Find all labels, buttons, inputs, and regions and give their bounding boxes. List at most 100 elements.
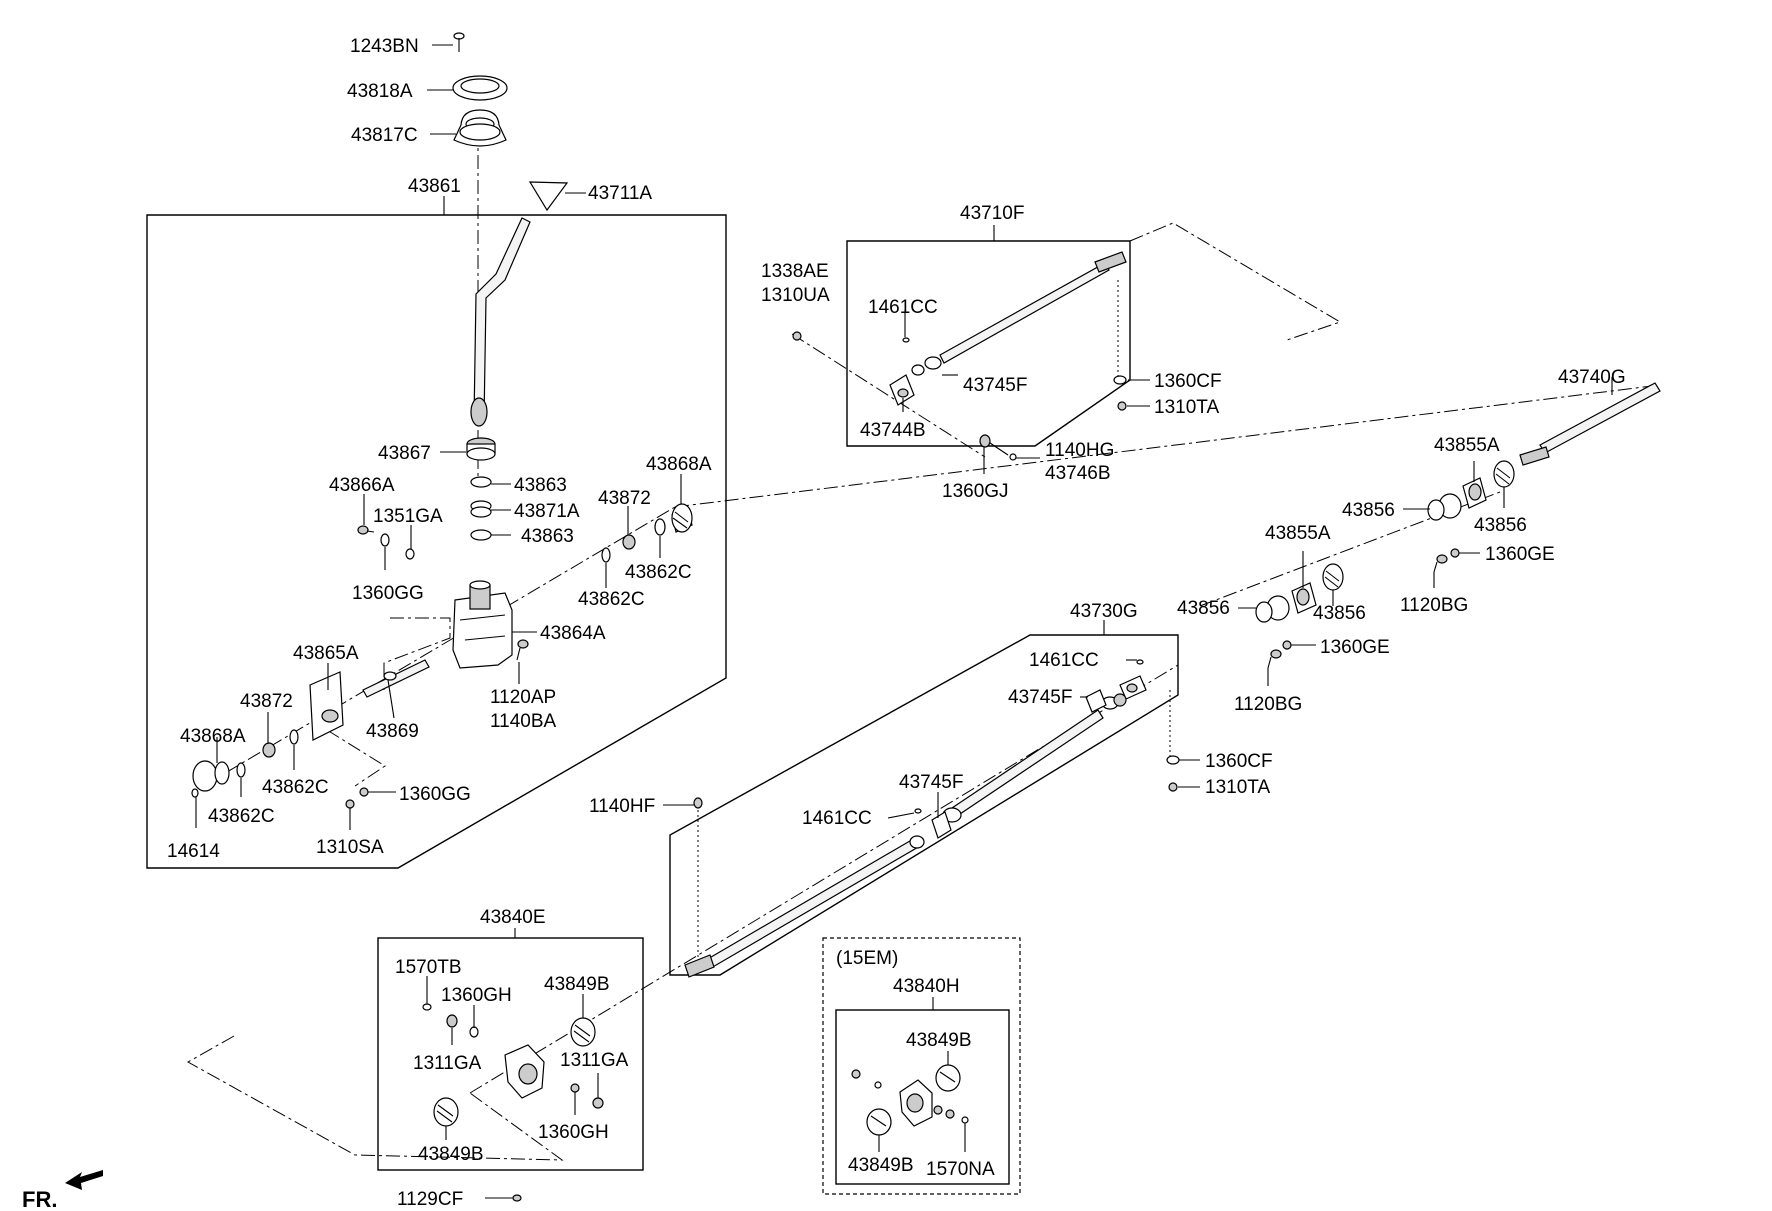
label-43872-left: 43872 bbox=[240, 691, 293, 712]
label-43868A-right: 43868A bbox=[646, 454, 712, 475]
bushing-43871A bbox=[470, 500, 492, 518]
knob-43711A bbox=[528, 181, 569, 212]
damper-43849B-lower bbox=[433, 1097, 459, 1127]
damper-43868A-left bbox=[192, 760, 230, 792]
damper-43856-upper-right bbox=[1493, 460, 1515, 488]
label-1129CF: 1129CF bbox=[397, 1189, 463, 1210]
label-43863-lower: 43863 bbox=[521, 526, 574, 547]
clip-43862C-left-lower bbox=[236, 762, 246, 778]
bolt-1243BN bbox=[453, 32, 465, 52]
damper-43856-upper-left bbox=[1427, 493, 1462, 521]
centerline-43865A-link bbox=[383, 617, 451, 690]
label-1360CF-lower: 1360CF bbox=[1205, 751, 1273, 772]
group-box-15EM bbox=[822, 937, 1021, 1195]
shaft-43869 bbox=[362, 659, 430, 698]
plate-43865A bbox=[309, 671, 344, 741]
label-1461CC-mid: 1461CC bbox=[1029, 650, 1099, 671]
damper-43849B-upper bbox=[570, 1017, 596, 1047]
ring-43863-lower bbox=[470, 529, 492, 541]
centerline-43710F-extension bbox=[1129, 222, 1342, 341]
boot-43817C bbox=[453, 109, 507, 147]
cable-43740G bbox=[1519, 382, 1661, 466]
label-1360GG-lower: 1360GG bbox=[399, 784, 471, 805]
ring-1461CC-mid bbox=[1136, 659, 1144, 665]
label-1310TA-lower: 1310TA bbox=[1205, 777, 1270, 798]
ring-43863-upper bbox=[470, 476, 492, 488]
label-1570NA: 1570NA bbox=[926, 1159, 995, 1180]
bolt-1120BG-upper bbox=[1433, 554, 1448, 573]
pin-1570TB bbox=[422, 1003, 432, 1011]
label-43745F-upper: 43745F bbox=[963, 375, 1027, 396]
part-labels: 1243BN 43818A 43817C 43861 43711A 43867 … bbox=[22, 36, 1626, 1211]
label-1140HF: 1140HF bbox=[589, 796, 655, 817]
damper-43868A-right bbox=[671, 503, 693, 533]
label-43849B-lower: 43849B bbox=[418, 1144, 484, 1165]
centerline-shifter-cable bbox=[204, 506, 676, 786]
washer-15EM-left bbox=[874, 1081, 882, 1089]
nut-1310SA bbox=[345, 799, 355, 809]
label-1311GA-left: 1311GA bbox=[413, 1053, 482, 1074]
label-43862C-left-lower: 43862C bbox=[208, 806, 275, 827]
label-43868A-left: 43868A bbox=[180, 726, 246, 747]
nut-15EM-left bbox=[851, 1069, 861, 1079]
label-43856-lower-right: 43856 bbox=[1313, 603, 1366, 624]
centerline-43840E-loop bbox=[186, 1035, 564, 1161]
housing-43864A bbox=[452, 580, 513, 669]
group-box-43840E bbox=[377, 937, 644, 1171]
clip-43862C-left-upper bbox=[289, 729, 299, 745]
label-43740G: 43740G bbox=[1558, 367, 1626, 388]
label-1461CC-lower: 1461CC bbox=[802, 808, 872, 829]
label-FR: FR. bbox=[22, 1187, 57, 1211]
bolt-43866A bbox=[357, 525, 375, 535]
washer-1311GA-left bbox=[446, 1014, 458, 1028]
label-1140BA: 1140BA bbox=[490, 711, 557, 732]
centerline-1360GG-link bbox=[326, 729, 386, 787]
label-15EM: (15EM) bbox=[836, 948, 898, 969]
leader-lines bbox=[195, 44, 1613, 1199]
centerline-main bbox=[674, 384, 1661, 508]
washer-1360GH-lower bbox=[570, 1083, 580, 1093]
nut-1311GA-right bbox=[592, 1097, 604, 1109]
label-43861: 43861 bbox=[408, 176, 461, 197]
label-43866A: 43866A bbox=[329, 475, 395, 496]
damper-43849B-15EM-upper bbox=[935, 1064, 961, 1092]
washer-1360GH-upper bbox=[469, 1026, 479, 1038]
bushing-43872-left bbox=[262, 742, 276, 758]
label-1360GE-upper: 1360GE bbox=[1485, 544, 1555, 565]
label-1360GH-upper: 1360GH bbox=[441, 985, 512, 1006]
joint-43744B bbox=[889, 374, 915, 406]
label-43744B: 43744B bbox=[860, 420, 926, 441]
label-43863-upper: 43863 bbox=[514, 475, 567, 496]
joint-43745F-mid bbox=[1085, 689, 1127, 713]
bolt-1129CF bbox=[512, 1194, 522, 1202]
label-43864A: 43864A bbox=[540, 623, 606, 644]
label-43862C-left-upper: 43862C bbox=[262, 777, 329, 798]
washer-1360GG-upper bbox=[380, 533, 390, 547]
nut-1338AE bbox=[792, 331, 802, 341]
washer-1360GE-upper bbox=[1450, 548, 1460, 558]
label-1310UA: 1310UA bbox=[761, 285, 830, 306]
nut-1310TA-upper bbox=[1117, 401, 1127, 411]
bushing-43867 bbox=[466, 437, 496, 461]
label-1360GE-lower: 1360GE bbox=[1320, 637, 1390, 658]
label-43855A-upper: 43855A bbox=[1434, 435, 1500, 456]
label-43856-upper-right: 43856 bbox=[1474, 515, 1527, 536]
bushing-43872-right bbox=[622, 534, 636, 550]
label-14614: 14614 bbox=[167, 841, 220, 862]
label-43849B-15EM-upper: 43849B bbox=[906, 1030, 972, 1051]
label-43840E: 43840E bbox=[480, 907, 546, 928]
cable-43730G bbox=[684, 696, 1119, 978]
washer-15EM-right bbox=[933, 1105, 943, 1115]
damper-43856-lower-left bbox=[1255, 595, 1290, 623]
mount-43855A-lower bbox=[1291, 582, 1317, 614]
centerline-select-cable bbox=[1199, 491, 1501, 607]
bolt-1120AP bbox=[516, 639, 529, 661]
washer-1360CF-upper bbox=[1113, 375, 1127, 385]
clip-43862C-right2 bbox=[654, 518, 666, 536]
label-1120BG-upper: 1120BG bbox=[1400, 595, 1468, 616]
pin-1570NA bbox=[961, 1116, 969, 1124]
label-1120BG-lower: 1120BG bbox=[1234, 694, 1302, 715]
centerline-1338AE bbox=[791, 333, 986, 458]
